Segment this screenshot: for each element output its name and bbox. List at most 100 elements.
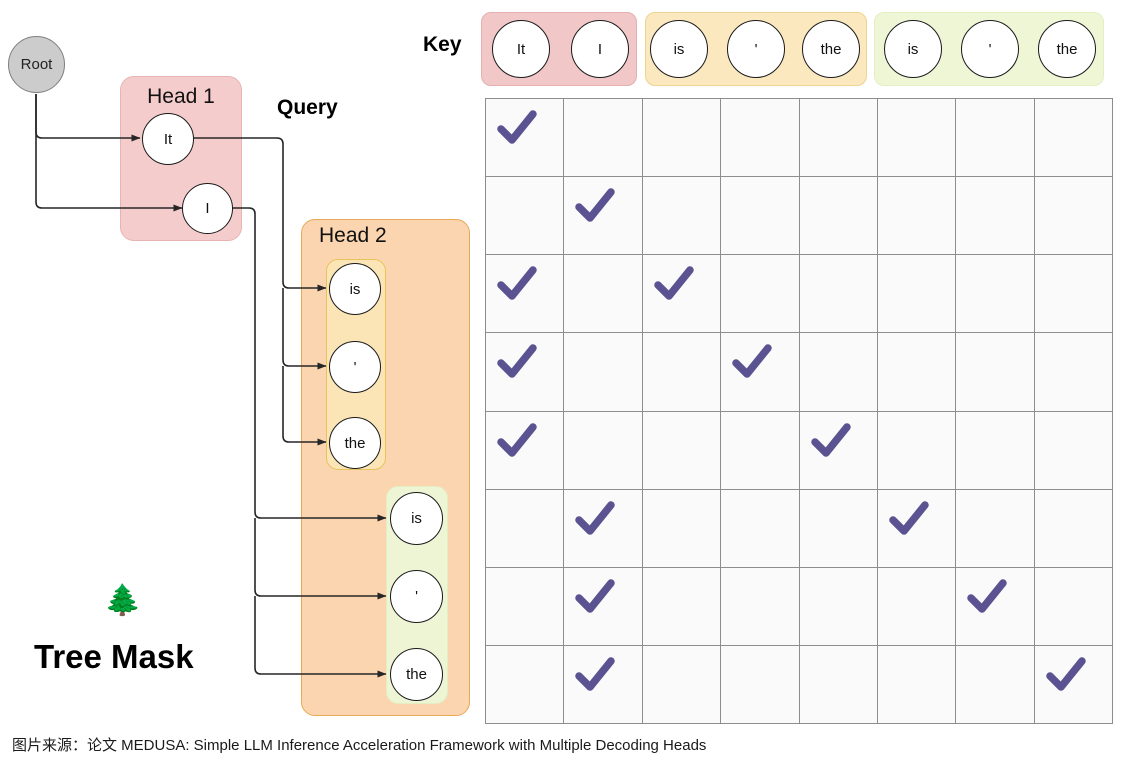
matrix-cell[interactable] bbox=[876, 254, 957, 334]
matrix-cell[interactable] bbox=[484, 97, 565, 178]
matrix-cell[interactable] bbox=[720, 176, 800, 256]
matrix-cell[interactable] bbox=[484, 254, 565, 334]
tree-node-head2-i-apos[interactable]: ' bbox=[390, 570, 443, 623]
matrix-cell[interactable] bbox=[876, 488, 957, 568]
matrix-cell[interactable] bbox=[876, 566, 957, 646]
matrix-cell[interactable] bbox=[641, 97, 722, 178]
matrix-cell[interactable] bbox=[484, 332, 565, 412]
matrix-cell[interactable] bbox=[798, 176, 878, 256]
matrix-cell[interactable] bbox=[641, 254, 722, 334]
matrix-cell[interactable] bbox=[955, 254, 1035, 334]
matrix-row bbox=[484, 332, 1114, 412]
matrix-cell[interactable] bbox=[876, 97, 957, 178]
matrix-cell[interactable] bbox=[720, 566, 800, 646]
check-icon bbox=[1043, 652, 1089, 698]
matrix-cell[interactable] bbox=[641, 410, 722, 490]
key-node-is-1-label: is bbox=[673, 40, 685, 58]
check-icon bbox=[494, 105, 540, 151]
matrix-cell[interactable] bbox=[955, 410, 1035, 490]
key-node-the-2-label: the bbox=[1056, 40, 1078, 58]
matrix-row bbox=[484, 254, 1114, 334]
tree-node-head2-it-is-label: is bbox=[349, 280, 361, 298]
matrix-cell[interactable] bbox=[1033, 332, 1114, 412]
matrix-cell[interactable] bbox=[641, 332, 722, 412]
matrix-cell[interactable] bbox=[563, 97, 643, 178]
matrix-cell[interactable] bbox=[484, 488, 565, 568]
matrix-cell[interactable] bbox=[484, 566, 565, 646]
matrix-cell[interactable] bbox=[1033, 410, 1114, 490]
matrix-cell[interactable] bbox=[1033, 566, 1114, 646]
key-node-apos-1[interactable]: ' bbox=[727, 20, 785, 78]
check-icon bbox=[494, 261, 540, 307]
matrix-cell[interactable] bbox=[484, 176, 565, 256]
tree-node-head2-i-the[interactable]: the bbox=[390, 648, 443, 701]
matrix-cell[interactable] bbox=[563, 176, 643, 256]
key-node-is-2[interactable]: is bbox=[884, 20, 942, 78]
matrix-cell[interactable] bbox=[955, 97, 1035, 178]
key-node-i[interactable]: I bbox=[571, 20, 629, 78]
check-icon bbox=[572, 496, 618, 542]
matrix-cell[interactable] bbox=[563, 332, 643, 412]
tree-node-head2-i-is-label: is bbox=[411, 510, 422, 527]
matrix-cell[interactable] bbox=[798, 488, 878, 568]
matrix-cell[interactable] bbox=[641, 176, 722, 256]
matrix-cell[interactable] bbox=[798, 254, 878, 334]
matrix-cell[interactable] bbox=[876, 176, 957, 256]
matrix-cell[interactable] bbox=[720, 254, 800, 334]
matrix-cell[interactable] bbox=[1033, 176, 1114, 256]
matrix-cell[interactable] bbox=[563, 488, 643, 568]
matrix-cell[interactable] bbox=[798, 97, 878, 178]
matrix-cell[interactable] bbox=[1033, 254, 1114, 334]
tree-node-head1-it-label: It bbox=[163, 130, 173, 148]
matrix-cell[interactable] bbox=[720, 97, 800, 178]
tree-node-head2-i-the-label: the bbox=[406, 666, 427, 683]
matrix-cell[interactable] bbox=[720, 410, 800, 490]
key-node-apos-1-label: ' bbox=[754, 40, 758, 58]
matrix-cell[interactable] bbox=[876, 410, 957, 490]
matrix-cell[interactable] bbox=[641, 566, 722, 646]
matrix-cell[interactable] bbox=[955, 332, 1035, 412]
matrix-cell[interactable] bbox=[720, 332, 800, 412]
tree-node-head2-it-is[interactable]: is bbox=[329, 263, 381, 315]
key-node-i-label: I bbox=[597, 40, 603, 58]
matrix-cell[interactable] bbox=[563, 410, 643, 490]
matrix-cell[interactable] bbox=[798, 644, 878, 725]
matrix-cell[interactable] bbox=[876, 644, 957, 725]
check-icon bbox=[729, 339, 775, 385]
matrix-cell[interactable] bbox=[720, 488, 800, 568]
matrix-cell[interactable] bbox=[641, 488, 722, 568]
matrix-cell[interactable] bbox=[955, 566, 1035, 646]
matrix-cell[interactable] bbox=[563, 254, 643, 334]
tree-node-head2-it-apos[interactable]: ' bbox=[329, 341, 381, 393]
matrix-cell[interactable] bbox=[1033, 97, 1114, 178]
matrix-cell[interactable] bbox=[955, 644, 1035, 725]
matrix-cell[interactable] bbox=[798, 566, 878, 646]
matrix-cell[interactable] bbox=[484, 644, 565, 725]
matrix-cell[interactable] bbox=[798, 332, 878, 412]
matrix-cell[interactable] bbox=[563, 644, 643, 725]
matrix-cell[interactable] bbox=[641, 644, 722, 725]
tree-node-head2-i-apos-label: ' bbox=[415, 588, 418, 605]
key-node-the-1[interactable]: the bbox=[802, 20, 860, 78]
check-icon bbox=[808, 418, 854, 464]
tree-mask-title: Tree Mask bbox=[34, 638, 194, 675]
tree-node-head1-it[interactable]: It bbox=[142, 113, 194, 165]
matrix-cell[interactable] bbox=[876, 332, 957, 412]
matrix-cell[interactable] bbox=[1033, 644, 1114, 725]
tree-node-head2-it-the[interactable]: the bbox=[329, 417, 381, 469]
matrix-cell[interactable] bbox=[955, 488, 1035, 568]
matrix-cell[interactable] bbox=[798, 410, 878, 490]
check-icon bbox=[964, 574, 1010, 620]
matrix-cell[interactable] bbox=[484, 410, 565, 490]
tree-node-head1-i[interactable]: I bbox=[182, 183, 233, 234]
matrix-cell[interactable] bbox=[720, 644, 800, 725]
matrix-cell[interactable] bbox=[1033, 488, 1114, 568]
key-node-is-1[interactable]: is bbox=[650, 20, 708, 78]
tree-node-root[interactable]: Root bbox=[8, 36, 65, 93]
tree-node-head2-i-is[interactable]: is bbox=[390, 492, 443, 545]
key-node-the-2[interactable]: the bbox=[1038, 20, 1096, 78]
matrix-cell[interactable] bbox=[563, 566, 643, 646]
key-node-apos-2[interactable]: ' bbox=[961, 20, 1019, 78]
matrix-cell[interactable] bbox=[955, 176, 1035, 256]
key-node-it[interactable]: It bbox=[492, 20, 550, 78]
